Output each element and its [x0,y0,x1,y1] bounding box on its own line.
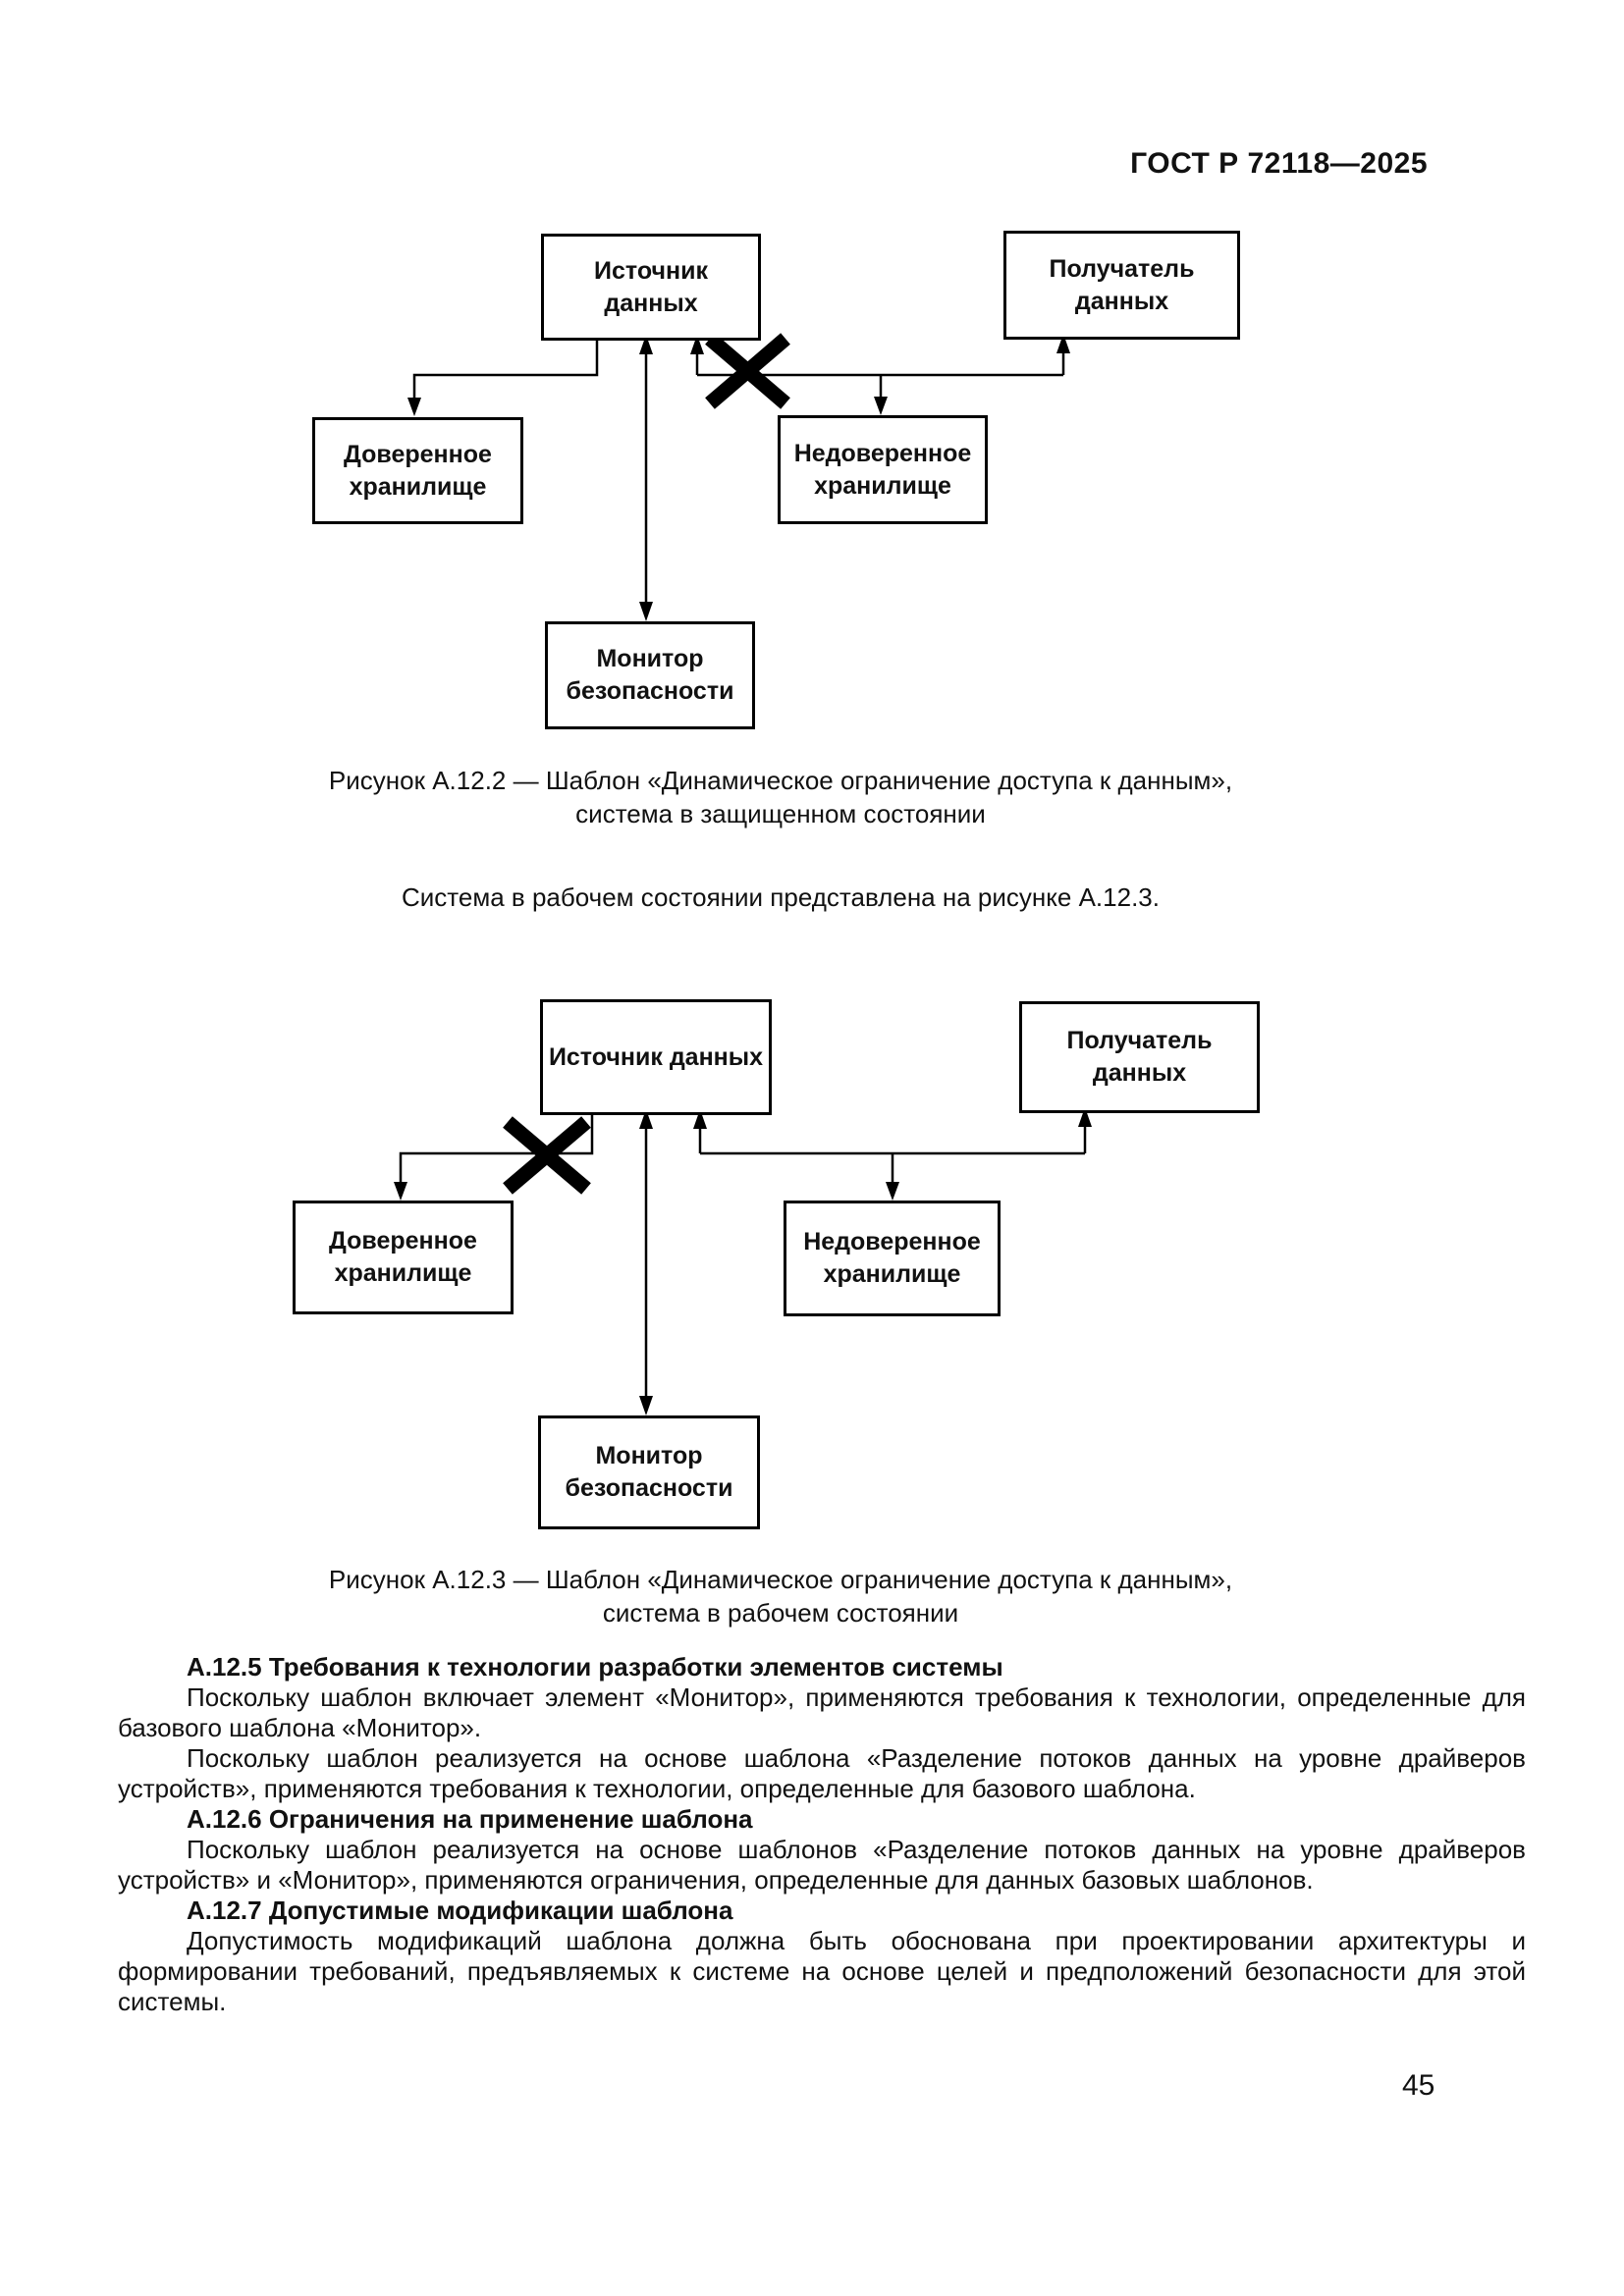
data-receiver-box: Получатель данных [1003,231,1240,340]
paragraph: Поскольку шаблон включает элемент «Монит… [118,1682,1526,1742]
intro-sentence: Система в рабочем состоянии представлена… [401,882,1160,912]
figure-a12-2-connectors [407,333,1070,621]
paragraph: Допустимость модификаций шаблона должна … [118,1926,1526,2016]
caption-line-2: система в защищенном состоянии [575,799,986,828]
section-heading-a12-6: А.12.6 Ограничения на применение шаблона [187,1804,753,1834]
security-monitor-box: Монитор безопасности [538,1415,760,1529]
body-text: А.12.5 Требования к технологии разработк… [118,1652,1526,2017]
paragraph: Поскольку шаблон реализуется на основе ш… [118,1835,1526,1895]
figure-a12-2-diagram: Источник данных Получатель данных Довере… [275,221,1257,741]
security-monitor-label: Монитор безопасности [565,1442,733,1502]
data-source-label: Источник данных [548,1042,764,1071]
blocked-path-x-icon [705,333,790,409]
section-heading-a12-5: А.12.5 Требования к технологии разработк… [187,1652,1003,1682]
caption-line-2: система в рабочем состоянии [602,1598,959,1628]
data-receiver-label: Получатель данных [1066,1027,1213,1087]
arrow-source-to-trusted [407,335,599,416]
paragraph: Поскольку шаблон реализуется на основе ш… [118,1743,1526,1803]
figure-a12-2-caption: Рисунок А.12.2 — Шаблон «Динамическое ог… [98,764,1463,830]
document-code: ГОСТ Р 72118—2025 [1130,147,1428,180]
untrusted-storage-label: Недоверенное хранилище [793,439,972,500]
untrusted-storage-box: Недоверенное хранилище [778,415,988,524]
figure-a12-3-connectors [394,1107,1092,1415]
untrusted-storage-label: Недоверенное хранилище [803,1228,981,1288]
data-source-box: Источник данных [541,234,761,341]
figure-a12-3-diagram: Источник данных Получатель данных Довере… [275,991,1260,1531]
page-number: 45 [1402,2069,1435,2102]
arrow-source-to-trusted [394,1109,594,1201]
arrow-source-monitor-bidirectional [639,335,653,621]
caption-line-1: Рисунок А.12.3 — Шаблон «Динамическое ог… [328,1565,1233,1594]
arrow-untrusted-to-source-and-receiver [693,1107,1092,1201]
security-monitor-box: Монитор безопасности [545,621,755,729]
data-receiver-box: Получатель данных [1019,1001,1260,1113]
trusted-storage-box: Доверенное хранилище [312,417,523,524]
caption-line-1: Рисунок А.12.2 — Шаблон «Динамическое ог… [328,766,1233,795]
trusted-storage-label: Доверенное хранилище [344,440,492,501]
data-receiver-label: Получатель данных [1049,254,1195,315]
security-monitor-label: Монитор безопасности [566,645,734,705]
untrusted-storage-box: Недоверенное хранилище [784,1201,1001,1316]
section-heading-a12-7: А.12.7 Допустимые модификации шаблона [187,1896,733,1925]
figure-a12-3-caption: Рисунок А.12.3 — Шаблон «Динамическое ог… [98,1563,1463,1629]
data-source-label: Источник данных [594,256,708,317]
trusted-storage-box: Доверенное хранилище [293,1201,514,1314]
trusted-storage-label: Доверенное хранилище [329,1227,477,1287]
arrow-source-monitor-bidirectional [639,1109,653,1415]
blocked-path-x-icon [503,1116,591,1195]
data-source-box: Источник данных [540,999,772,1115]
